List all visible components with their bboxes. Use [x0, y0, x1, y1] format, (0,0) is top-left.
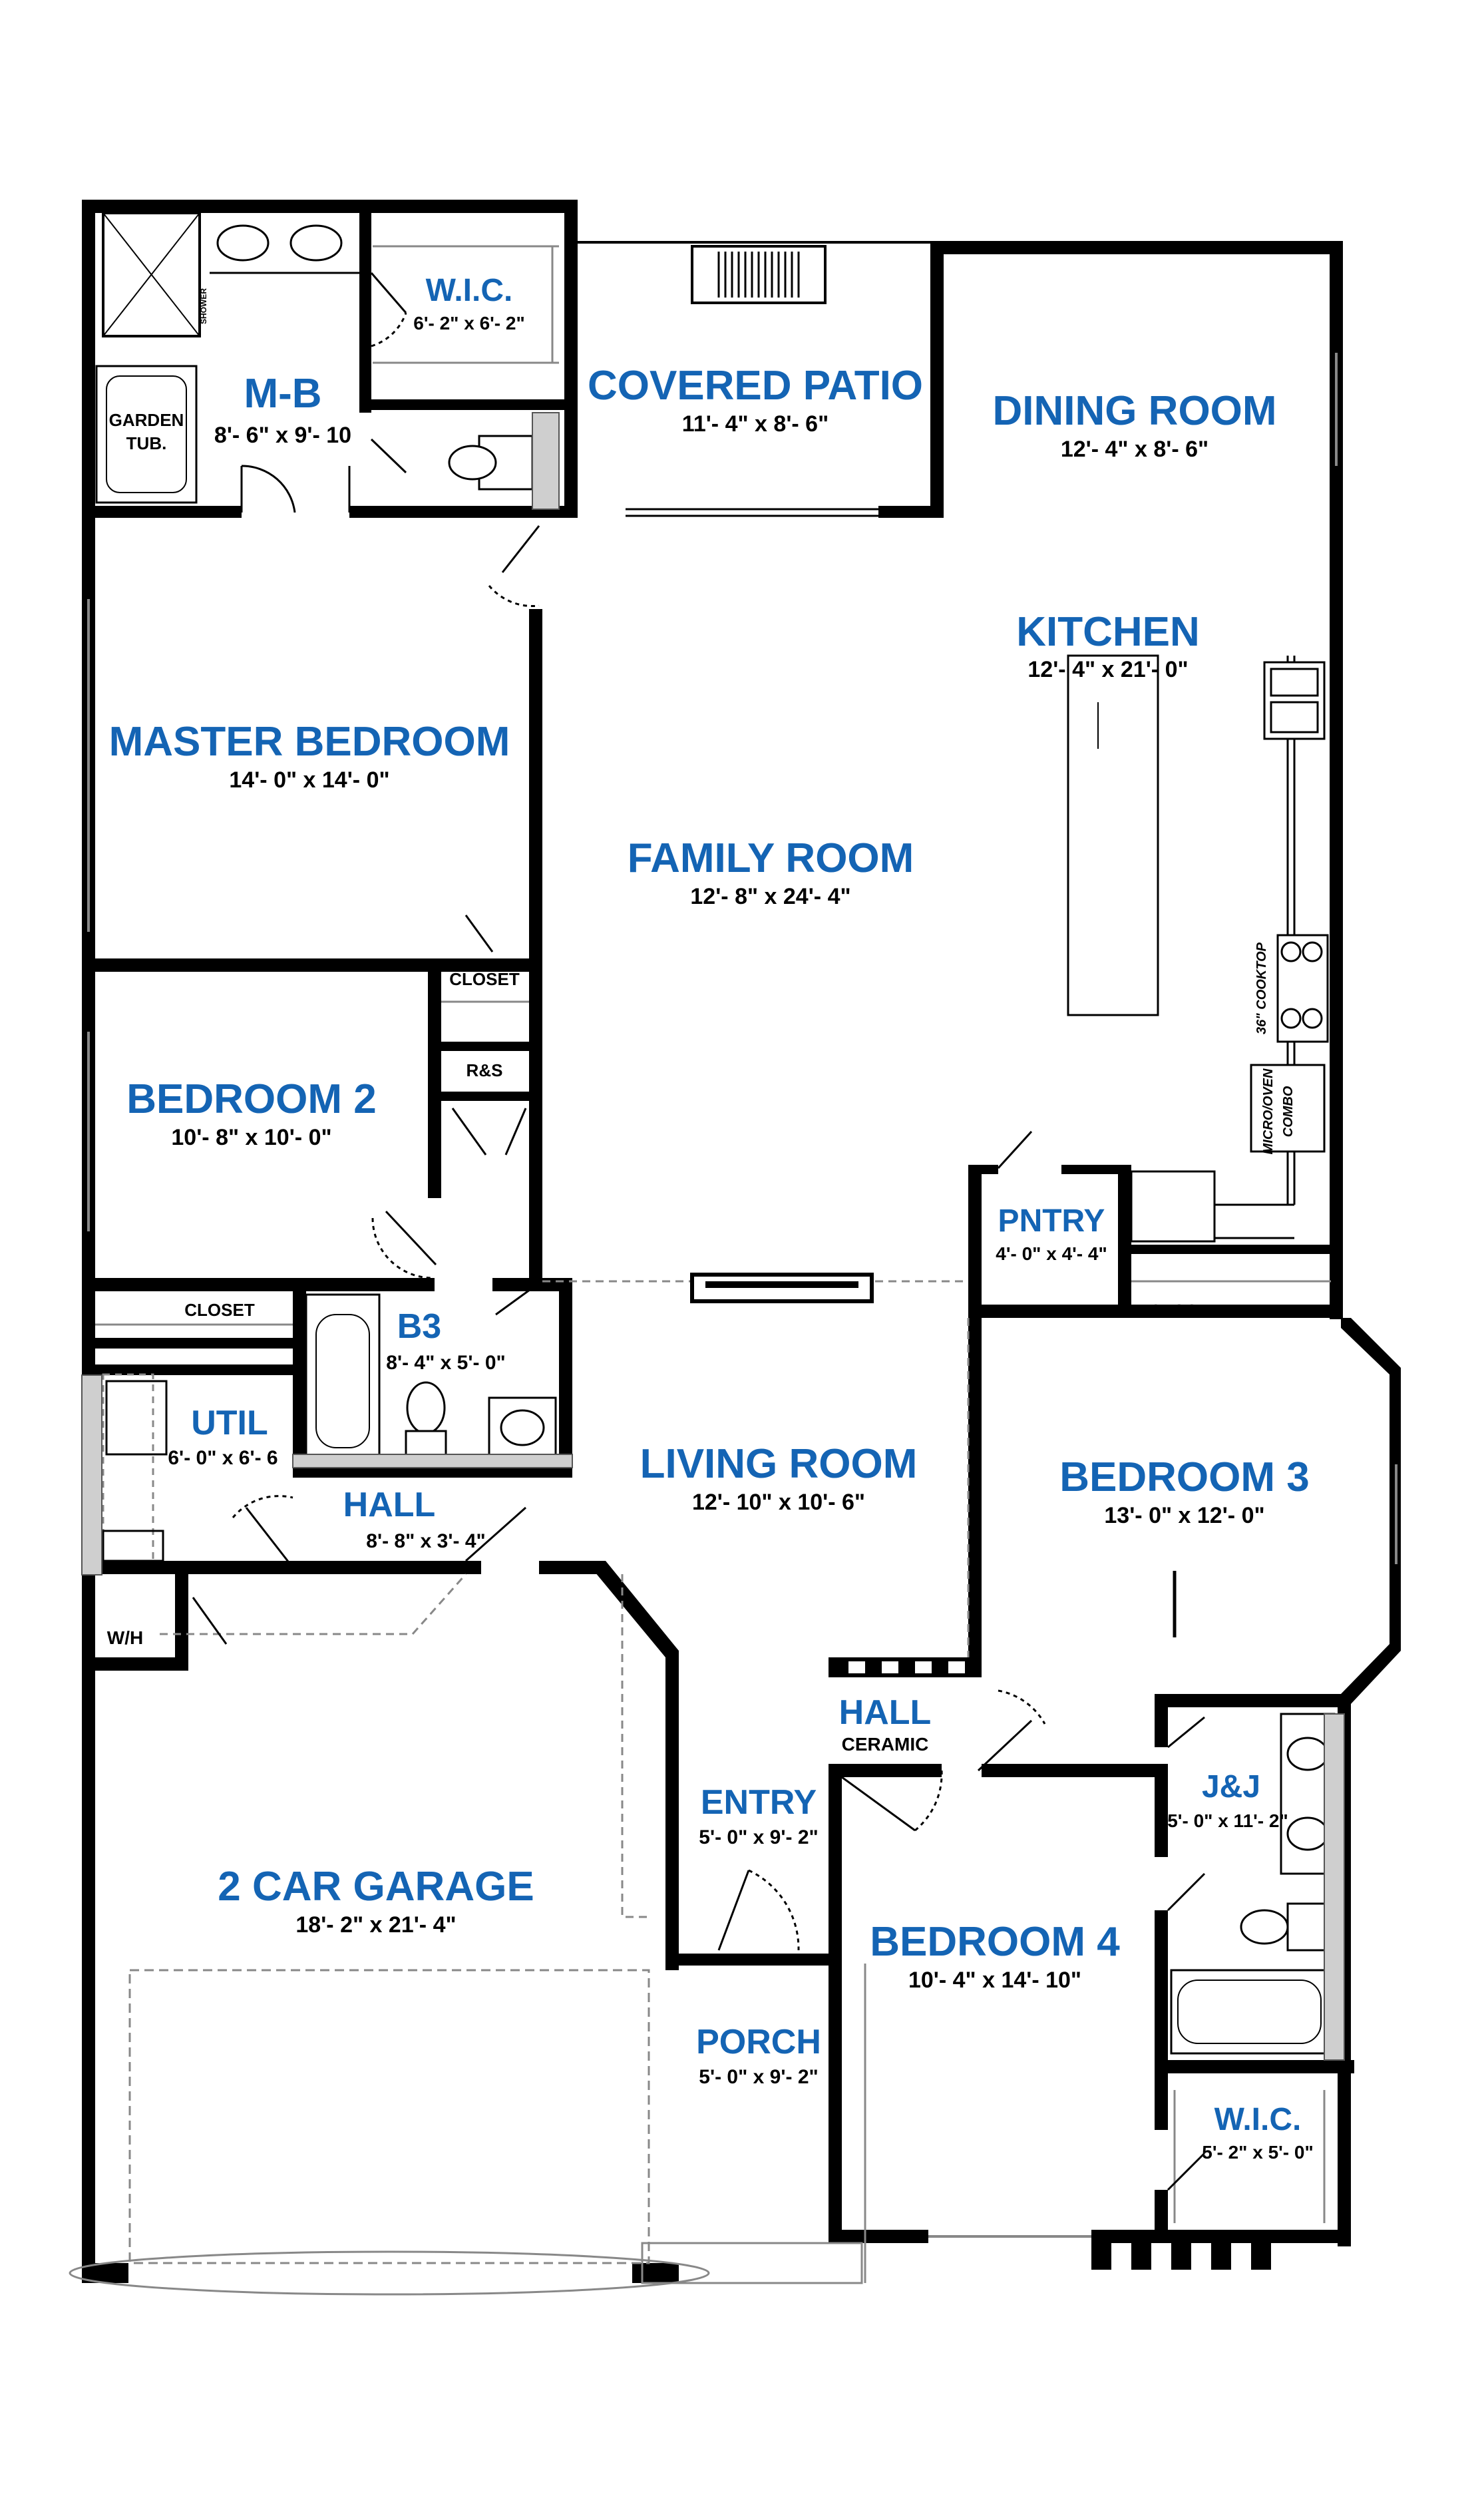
entry-name: ENTRY	[701, 1783, 817, 1822]
family-room-dims: 12'- 8" x 24'- 4"	[690, 884, 850, 909]
master-bedroom-name: MASTER BEDROOM	[109, 719, 510, 765]
wic-bed4-name: W.I.C.	[1214, 2102, 1302, 2137]
thin-lines	[69, 245, 1397, 2296]
covered-patio-dims: 11'- 4" x 8'- 6"	[682, 411, 829, 437]
hall-ceramic-name: HALL	[839, 1693, 932, 1732]
garage-name: 2 CAR GARAGE	[218, 1864, 534, 1910]
family-room-name: FAMILY ROOM	[628, 835, 914, 881]
covered-patio-name: COVERED PATIO	[588, 363, 923, 409]
master-bath-dims: 8'- 6" x 9'- 10	[214, 423, 351, 448]
pantry-name: PNTRY	[998, 1203, 1105, 1239]
entry-dims: 5'- 0" x 9'- 2"	[699, 1826, 818, 1848]
hall-ceramic-sub: CERAMIC	[842, 1734, 929, 1755]
kitchen-dims: 12'- 4" x 21'- 0"	[1027, 657, 1188, 682]
wic-master-name: W.I.C.	[426, 273, 513, 308]
living-room-name: LIVING ROOM	[640, 1441, 918, 1487]
porch-name: PORCH	[696, 2023, 821, 2061]
wh-label: W/H	[107, 1627, 143, 1648]
bedroom3-name: BEDROOM 3	[1059, 1454, 1309, 1500]
rs-label: R&S	[466, 1060, 503, 1080]
jj-name: J&J	[1202, 1769, 1260, 1804]
doors	[192, 272, 1206, 2191]
closet-master-label: CLOSET	[449, 969, 520, 989]
bedroom3-dims: 13'- 0" x 12'- 0"	[1104, 1503, 1264, 1528]
garage-dims: 18'- 2" x 21'- 4"	[295, 1912, 456, 1938]
master-bedroom-dims: 14'- 0" x 14'- 0"	[229, 767, 389, 793]
hall-upper-name: HALL	[343, 1486, 436, 1524]
wic-master-dims: 6'- 2" x 6'- 2"	[413, 313, 525, 333]
shower-label: SHOWER	[199, 288, 208, 324]
wic-bed4-dims: 5'- 2" x 5'- 0"	[1202, 2142, 1314, 2163]
garden-tub-label-1: GARDEN	[109, 410, 184, 430]
util-dims: 6'- 0" x 6'- 6	[168, 1447, 278, 1469]
b3-name: B3	[397, 1307, 441, 1346]
util-name: UTIL	[191, 1404, 268, 1442]
hall-upper-dims: 8'- 8" x 3'- 4"	[366, 1530, 485, 1552]
bedroom2-name: BEDROOM 2	[126, 1076, 376, 1122]
bedroom2-dims: 10'- 8" x 10'- 0"	[171, 1125, 331, 1150]
room-labels: M-B 8'- 6" x 9'- 10 GARDEN TUB. SHOWER W…	[107, 273, 1314, 2163]
bedroom4-name: BEDROOM 4	[870, 1919, 1120, 1965]
fixtures	[81, 212, 1345, 2061]
porch-dims: 5'- 0" x 9'- 2"	[699, 2066, 818, 2088]
pantry-dims: 4'- 0" x 4'- 4"	[996, 1243, 1107, 1264]
bedroom4-dims: 10'- 4" x 14'- 10"	[908, 1968, 1081, 1993]
master-bath-name: M-B	[244, 371, 321, 417]
garden-tub-label-2: TUB.	[126, 433, 167, 453]
micro-label-2: COMBO	[1281, 1086, 1296, 1137]
living-room-dims: 12'- 10" x 10'- 6"	[692, 1490, 865, 1515]
dining-room-name: DINING ROOM	[992, 388, 1276, 434]
closet-bed2-label: CLOSET	[184, 1300, 255, 1320]
micro-label-1: MICRO/OVEN	[1261, 1068, 1276, 1154]
cooktop-label: 36" COOKTOP	[1254, 942, 1269, 1034]
dining-room-dims: 12'- 4" x 8'- 6"	[1061, 437, 1208, 462]
closet-bed3-label: CLOSET	[1149, 1301, 1220, 1321]
kitchen-name: KITCHEN	[1016, 609, 1200, 655]
b3-dims: 8'- 4" x 5'- 0"	[386, 1352, 505, 1374]
jj-dims: 5'- 0" x 11'- 2"	[1167, 1810, 1288, 1831]
